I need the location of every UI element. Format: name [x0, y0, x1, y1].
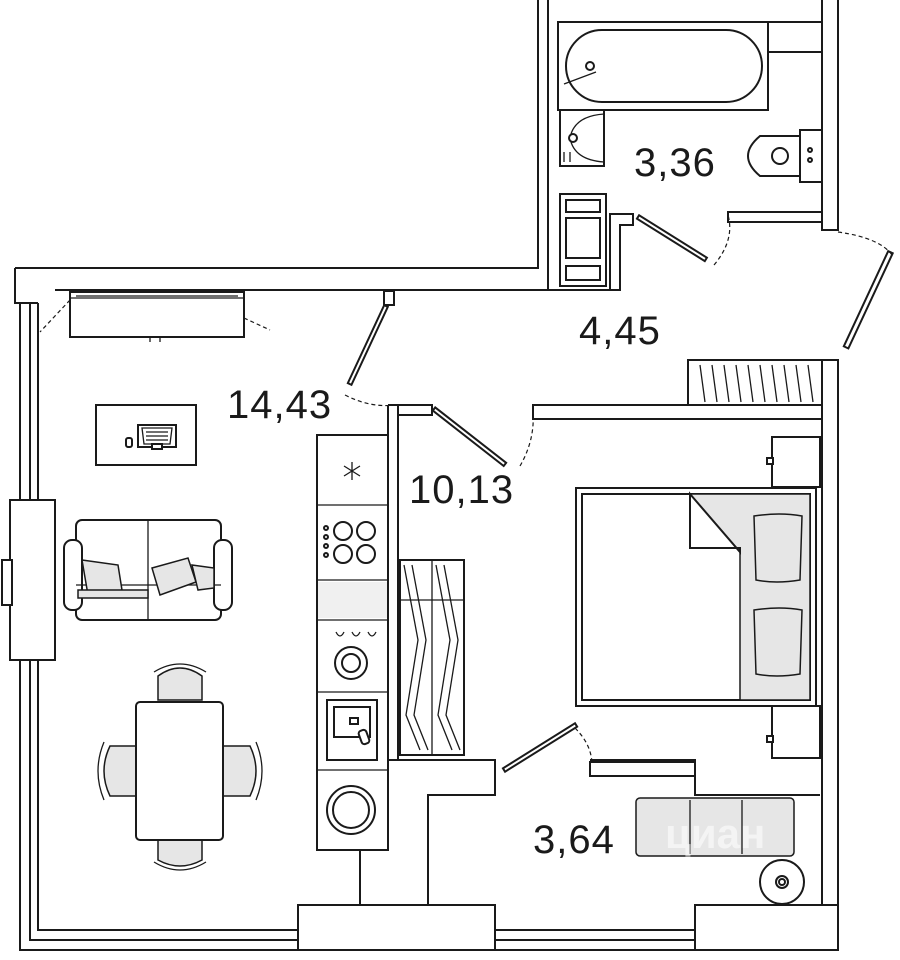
outer-walls	[1, 0, 839, 951]
dining-set	[97, 663, 263, 871]
kitchen-wardrobe	[399, 559, 465, 756]
doors	[344, 213, 895, 774]
area-label-kitchen: 10,13	[409, 468, 515, 512]
bathtub	[557, 21, 823, 111]
interior-walls	[359, 211, 823, 905]
kitchen-counter	[316, 434, 389, 851]
area-label-bathroom: 3,36	[634, 141, 716, 185]
loggia-sofa	[635, 797, 795, 857]
wardrobe-hall	[699, 364, 814, 403]
toilet	[747, 129, 823, 183]
tv-laptop-table	[95, 404, 197, 466]
bed	[575, 487, 817, 707]
area-label-loggia: 3,64	[533, 818, 615, 862]
bedside-tables	[766, 436, 821, 759]
air-conditioner	[39, 291, 271, 342]
watermark-logo: циан	[665, 810, 765, 857]
sofa	[63, 519, 233, 621]
bathroom-cabinet	[559, 193, 607, 287]
loggia-table	[759, 859, 805, 905]
area-label-hallway: 4,45	[579, 309, 661, 353]
area-label-living: 14,43	[227, 383, 333, 427]
washbasin	[559, 109, 605, 167]
